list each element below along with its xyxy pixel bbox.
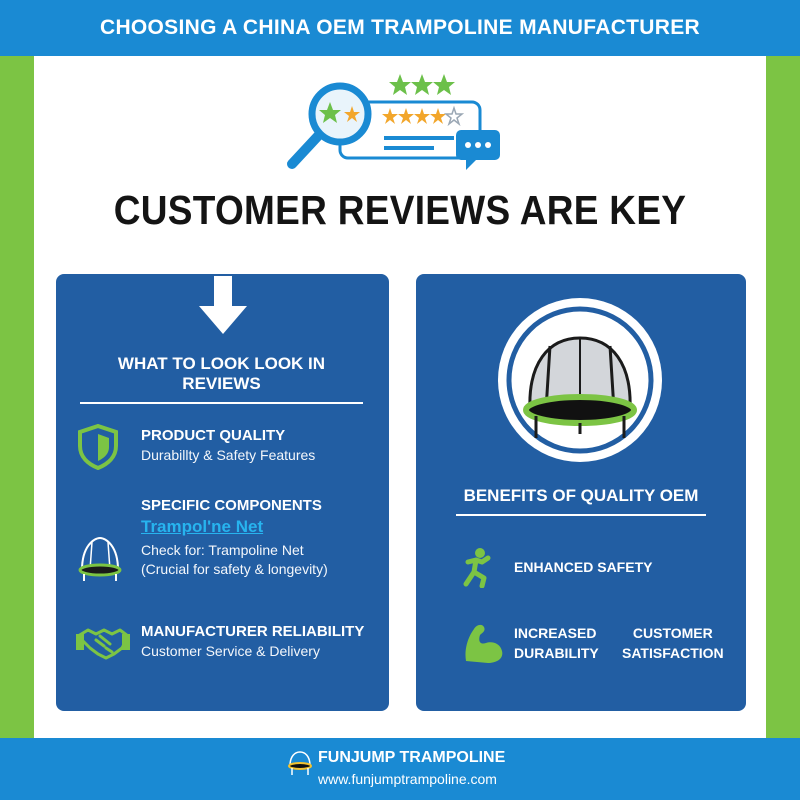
feature-heading: SPECIFIC COMPONENTS xyxy=(141,497,322,514)
benefits-section-title: BENEFITS OF QUALITY OEM xyxy=(456,486,706,516)
feature-heading: MANUFACTURER RELIABILITY xyxy=(141,623,365,640)
benefits-panel: BENEFITS OF QUALITY OEM ENHANCED SAFETY … xyxy=(416,274,746,711)
trampoline-illustration xyxy=(498,298,662,462)
feature-heading: PRODUCT QUALITY xyxy=(141,427,286,444)
reviews-panel: WHAT TO LOOK LOOK IN REVIEWS PRODUCT QUA… xyxy=(56,274,389,711)
reviews-section-title: WHAT TO LOOK LOOK IN REVIEWS xyxy=(80,354,363,404)
shield-icon xyxy=(78,424,118,470)
feature-detail: Check for: Trampoline Net xyxy=(141,542,304,558)
trampoline-net-link[interactable]: Trampol'ne Net xyxy=(141,517,264,536)
website-link[interactable]: www.funjumptrampoline.com xyxy=(318,771,497,787)
benefit-enhanced-safety: ENHANCED SAFETY xyxy=(514,559,653,575)
trampoline-logo-icon xyxy=(288,751,312,775)
benefit-customer-satisfaction: CUSTOMER SATISFACTION xyxy=(622,623,724,663)
benefit-line: CUSTOMER xyxy=(632,625,713,641)
benefit-line: INCREASED xyxy=(514,625,597,641)
top-banner: CHOOSING A CHINA OEM TRAMPOLINE MANUFACT… xyxy=(0,0,800,56)
trampoline-icon xyxy=(78,536,122,581)
flexed-arm-icon xyxy=(465,624,503,663)
feature-detail-note: (Crucial for safety & longevity) xyxy=(141,561,328,577)
down-arrow-icon xyxy=(199,276,247,334)
magnifier-star-reviews-icon xyxy=(287,74,500,170)
brand-name: FUNJUMP TRAMPOLINE xyxy=(318,749,506,766)
benefit-increased-durability: INCREASED DURABILITY xyxy=(514,623,599,663)
page-title: CHOOSING A CHINA OEM TRAMPOLINE MANUFACT… xyxy=(99,16,701,39)
benefit-line: SATISFACTION xyxy=(622,645,724,661)
feature-detail: Customer Service & Delivery xyxy=(141,643,320,659)
headline: CUSTOMER REVIEWS ARE KEY xyxy=(113,187,687,233)
running-person-icon xyxy=(463,548,491,588)
benefit-line: DURABILITY xyxy=(514,645,599,661)
footer-banner: FUNJUMP TRAMPOLINE www.funjumptrampoline… xyxy=(0,738,800,800)
handshake-icon xyxy=(76,628,130,660)
left-green-stripe xyxy=(0,56,34,738)
right-green-stripe xyxy=(766,56,800,738)
feature-detail: Durabillty & Safety Features xyxy=(141,447,316,463)
